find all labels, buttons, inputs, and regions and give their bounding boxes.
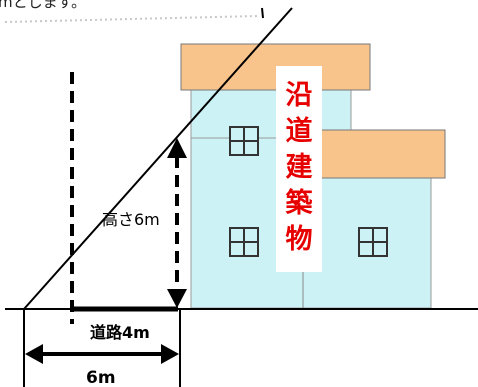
window-lower-left: [229, 227, 259, 257]
slant-line: [23, 7, 293, 310]
caption-fragment: mとします。: [0, 0, 86, 11]
building-label-char: 建: [286, 152, 313, 183]
setback-label: 6m: [86, 368, 116, 387]
setback-arrow-head-left: [25, 344, 43, 364]
height-arrow-head-up: [167, 138, 187, 158]
setback-arrow-head-right: [161, 344, 179, 364]
window-lower-right: [358, 227, 388, 257]
height-label: 高さ6m: [102, 210, 160, 229]
window-upper-left: [229, 126, 259, 156]
building-label-char: 道: [286, 115, 313, 147]
upper-roof: [180, 43, 371, 91]
top-tick: [261, 7, 264, 19]
height-arrow-head-down: [167, 289, 187, 308]
road-label: 道路4m: [90, 323, 150, 342]
building-label-char: 物: [286, 224, 313, 255]
top-dotted-line: [4, 15, 259, 23]
building-label: 沿 道 建 築 物: [285, 80, 314, 255]
building-label-box: [276, 66, 322, 272]
building-label-char: 築: [285, 187, 314, 219]
building-label-char: 沿: [286, 80, 313, 111]
